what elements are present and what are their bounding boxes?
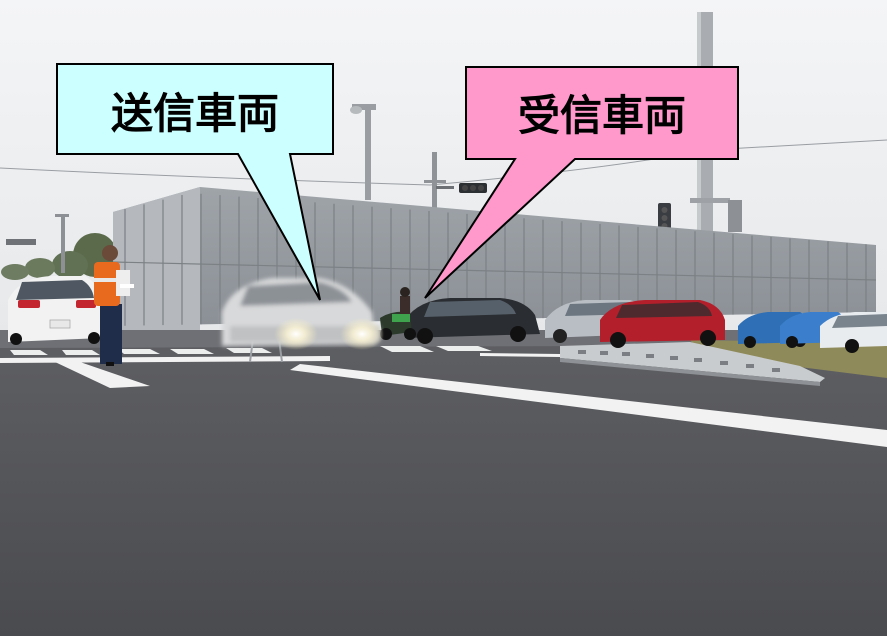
grass-strip [690, 340, 887, 378]
road-markings [0, 353, 887, 447]
traffic-guard-person [94, 245, 134, 366]
moving-car-headlights [274, 318, 384, 350]
utility-pole-mid [424, 152, 446, 212]
streetlight-pole [350, 104, 376, 200]
median-curb [560, 342, 825, 386]
parked-car-white-right [820, 312, 887, 353]
crosswalk [10, 346, 492, 355]
signal-left [6, 239, 36, 245]
callout-sender: 送信車両 [56, 63, 334, 301]
parked-car-dark [405, 298, 540, 344]
parked-car-white-left [8, 276, 102, 345]
motorcyclist [380, 287, 416, 340]
callout-receiver: 受信車両 [424, 66, 739, 299]
pole-left [55, 214, 69, 273]
callout-receiver-label: 受信車両 [518, 91, 686, 140]
traffic-signal-center [436, 183, 487, 193]
callout-sender-label: 送信車両 [111, 89, 279, 138]
moving-car-sender [222, 278, 380, 346]
parked-car-red [600, 300, 725, 348]
